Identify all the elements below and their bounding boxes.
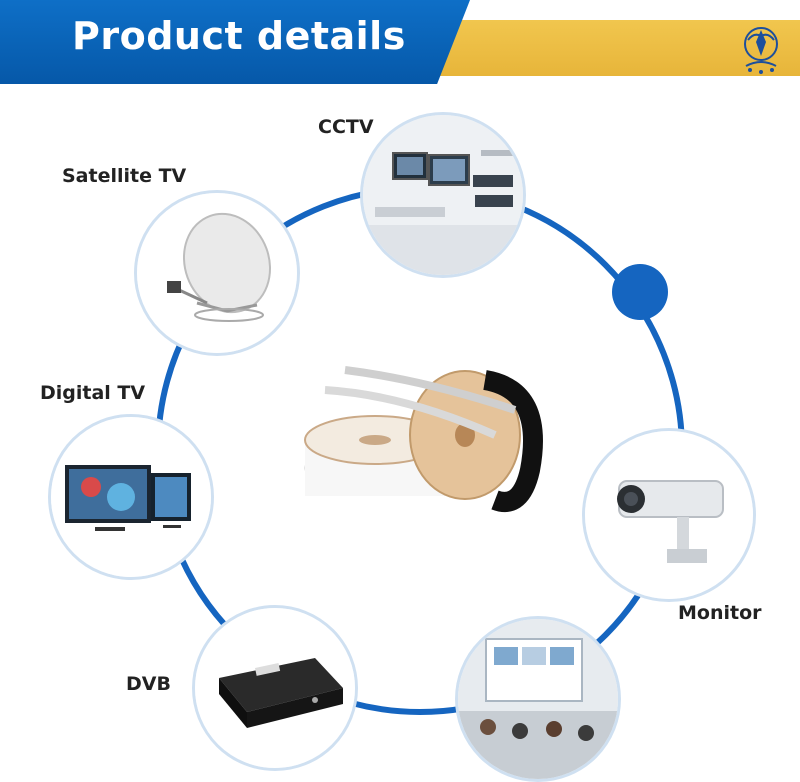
ring-dot [612, 264, 668, 320]
node-presentation-room [455, 616, 621, 782]
node-satellite [134, 190, 300, 356]
logo-icon [744, 27, 778, 74]
label-satellite: Satellite TV [62, 165, 187, 187]
label-digital-tv: Digital TV [40, 382, 146, 404]
node-dvb [192, 605, 358, 771]
label-monitor: Monitor [678, 602, 762, 624]
digital-tv-icon [51, 417, 211, 577]
presentation-room-icon [458, 619, 618, 779]
header-banner: Product details [0, 0, 800, 84]
banner-blue-stripe [0, 0, 470, 84]
node-cctv [360, 112, 526, 278]
security-camera-icon [585, 431, 753, 599]
label-cctv: CCTV [318, 116, 374, 138]
node-digital-tv [48, 414, 214, 580]
cable-reels-icon [304, 366, 543, 512]
cctv-monitor-icon [363, 115, 523, 275]
node-monitor [582, 428, 756, 602]
banner-gold-stripe [430, 20, 800, 76]
label-dvb: DVB [126, 673, 171, 695]
satellite-dish-icon [137, 193, 297, 353]
dvb-box-icon [195, 608, 355, 768]
page-title: Product details [72, 14, 406, 58]
